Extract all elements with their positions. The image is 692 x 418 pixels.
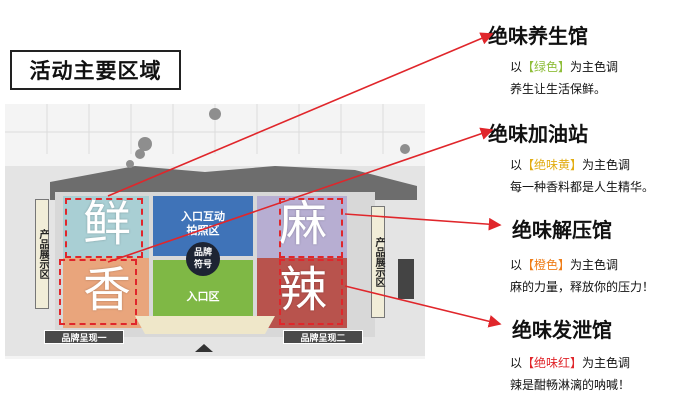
- entrance-marker: [195, 344, 213, 352]
- side-cabinet: [398, 259, 414, 299]
- section-title: 活动主要区域: [10, 50, 181, 90]
- hall-3-prefix: 以: [510, 258, 523, 272]
- hall-1-desc: 以【绿色】为主色调 养生让生活保鲜。: [510, 56, 618, 100]
- front-strip: [135, 316, 275, 334]
- zone-xian-outline: [65, 198, 143, 258]
- hall-2-suffix: 为主色调: [582, 158, 631, 172]
- hall-1-name: 绝味养生馆: [488, 24, 588, 48]
- product-display-left: 产品展示区: [35, 199, 49, 309]
- hall-1-color: 【绿色】: [522, 60, 571, 74]
- hall-3-desc: 以【橙色】为主色调 麻的力量，释放你的压力！: [510, 254, 654, 298]
- floor-plan: 鲜 香 麻 辣 入口互动 拍照区 入口区 品牌 符号 产品展示区 产品展示区 品…: [5, 104, 425, 364]
- hall-1-suffix: 为主色调: [570, 60, 619, 74]
- hall-2-name: 绝味加油站: [488, 122, 588, 146]
- hall-2-slogan: 每一种香料都是人生精华。: [510, 180, 655, 194]
- hall-4-prefix: 以: [510, 356, 523, 370]
- hall-4-suffix: 为主色调: [582, 356, 631, 370]
- hall-3-color: 【橙色】: [522, 258, 571, 272]
- zone-xiang-bg: [63, 258, 149, 328]
- product-display-right: 产品展示区: [371, 206, 385, 318]
- hall-4-desc: 以【绝味红】为主色调 辣是酣畅淋漓的呐喊！: [510, 352, 630, 396]
- hall-2-prefix: 以: [510, 158, 523, 172]
- hall-2-desc: 以【绝味黄】为主色调 每一种香料都是人生精华。: [510, 154, 654, 198]
- zone-ma-outline: [279, 198, 343, 258]
- hall-2-color: 【绝味黄】: [522, 158, 583, 172]
- hall-4-slogan: 辣是酣畅淋漓的呐喊！: [510, 378, 631, 392]
- brand-present-one: 品牌呈现一: [44, 330, 124, 344]
- hall-4-color: 【绝味红】: [522, 356, 583, 370]
- hall-4-name: 绝味发泄馆: [512, 318, 612, 342]
- hall-3-name: 绝味解压馆: [512, 218, 612, 242]
- zone-la-outline: [279, 259, 343, 325]
- hall-3-suffix: 为主色调: [570, 258, 619, 272]
- zone-xiang-outline: [59, 259, 137, 325]
- brand-symbol: 品牌 符号: [186, 242, 220, 276]
- zone-xiang-label: 香: [82, 262, 131, 318]
- entrance-photo-label: 入口互动 拍照区: [181, 210, 225, 237]
- hall-3-slogan: 麻的力量，释放你的压力！: [510, 280, 655, 294]
- hall-1-prefix: 以: [510, 60, 523, 74]
- zone-la-label: 辣: [278, 262, 327, 318]
- entrance-label: 入口区: [186, 290, 220, 303]
- brand-present-two: 品牌呈现二: [283, 330, 363, 344]
- hall-1-slogan: 养生让生活保鲜。: [510, 82, 607, 96]
